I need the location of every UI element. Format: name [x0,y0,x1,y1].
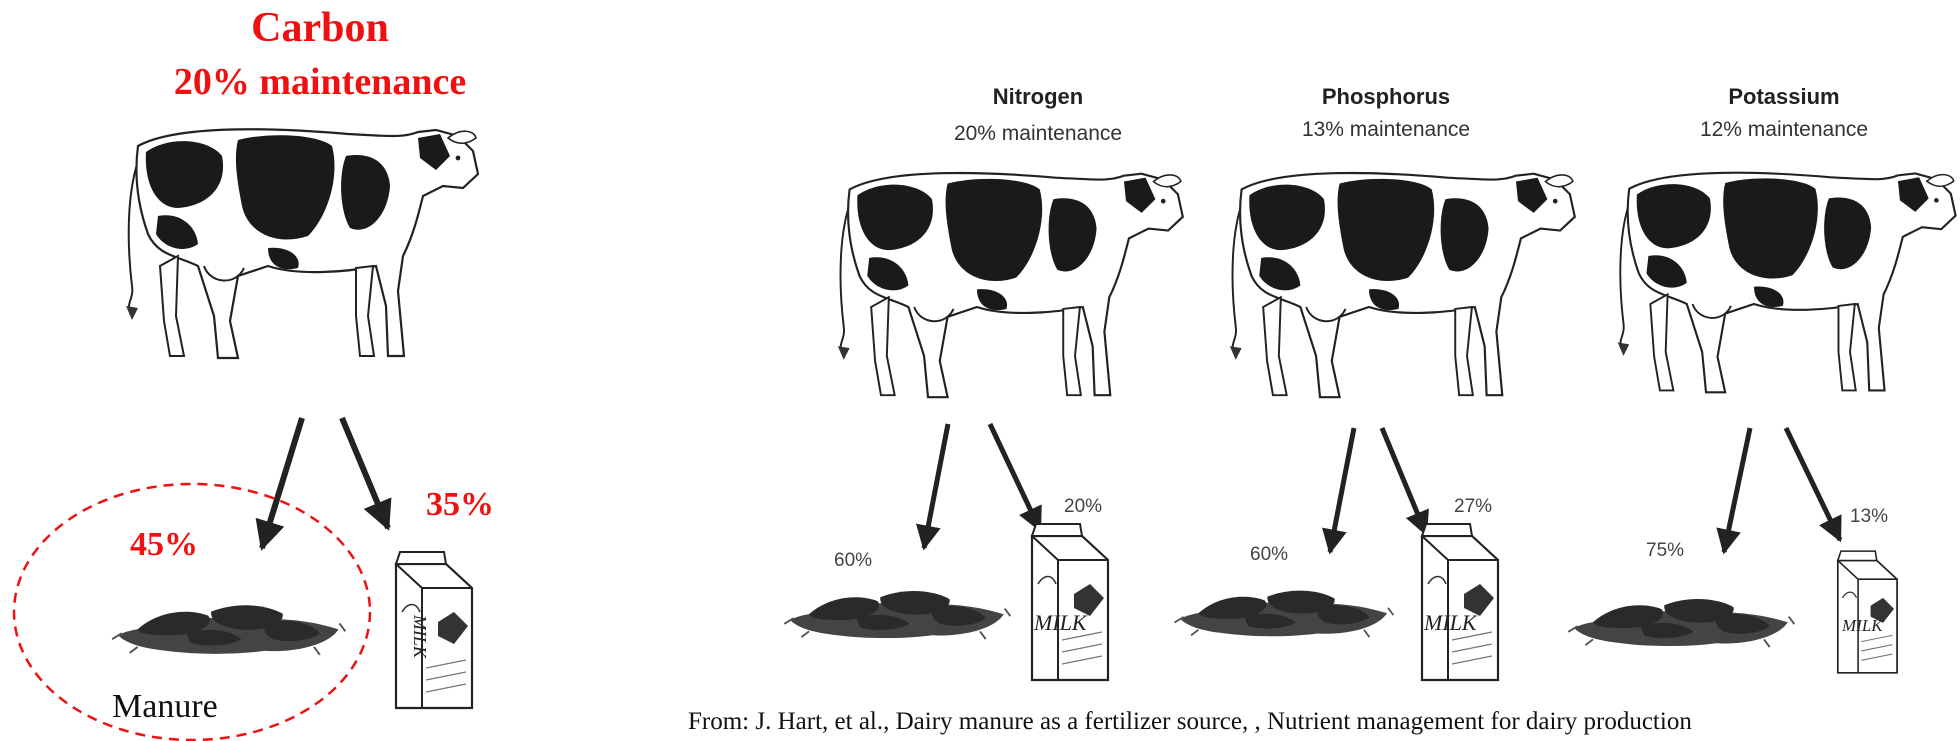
phosphorus-maintenance: 13% maintenance [1256,118,1516,142]
potassium-milk-carton [1838,551,1897,673]
potassium-milk-label: MILK [1842,616,1883,636]
carbon-manure-illustration [112,605,345,655]
nitrogen-title: Nitrogen [908,84,1168,110]
phosphorus-cow-illustration [1230,173,1575,397]
potassium-manure-pct: 75% [1646,540,1684,562]
carbon-milk-pct: 35% [426,486,494,524]
potassium-arrow-manure [1724,428,1750,552]
nitrogen-milk-carton [1032,524,1108,680]
carbon-manure-pct: 45% [130,526,198,564]
phosphorus-arrow-manure [1330,428,1354,552]
phosphorus-arrow-milk [1382,428,1426,534]
potassium-milk-pct: 13% [1850,506,1888,528]
carbon-arrow-manure [262,418,302,548]
potassium-title: Potassium [1654,84,1914,110]
carbon-title: Carbon [130,4,510,52]
nitrogen-manure-illustration [784,591,1010,639]
potassium-manure-illustration [1568,599,1794,647]
nitrogen-cow-illustration [838,173,1183,397]
carbon-cow-illustration [126,129,478,358]
nitrogen-arrow-milk [990,424,1040,530]
nitrogen-arrow-manure [924,424,948,548]
nitrogen-maintenance: 20% maintenance [908,122,1168,146]
phosphorus-manure-pct: 60% [1250,544,1288,566]
source-citation: From: J. Hart, et al., Dairy manure as a… [688,708,1960,736]
phosphorus-milk-pct: 27% [1454,496,1492,518]
phosphorus-manure-illustration [1174,591,1393,638]
phosphorus-milk-carton [1422,524,1498,680]
potassium-maintenance: 12% maintenance [1654,118,1914,142]
potassium-arrow-milk [1786,428,1840,540]
nitrogen-milk-label: MILK [1034,610,1087,636]
carbon-maintenance: 20% maintenance [130,60,510,104]
phosphorus-milk-label: MILK [1424,610,1477,636]
manure-label: Manure [112,688,218,726]
potassium-cow-illustration [1618,173,1956,393]
carbon-arrow-milk [342,418,388,528]
nitrogen-milk-pct: 20% [1064,496,1102,518]
carbon-milk-label: MILK [409,615,430,658]
carbon-milk-carton [396,552,472,708]
nitrogen-manure-pct: 60% [834,550,872,572]
phosphorus-title: Phosphorus [1256,84,1516,110]
